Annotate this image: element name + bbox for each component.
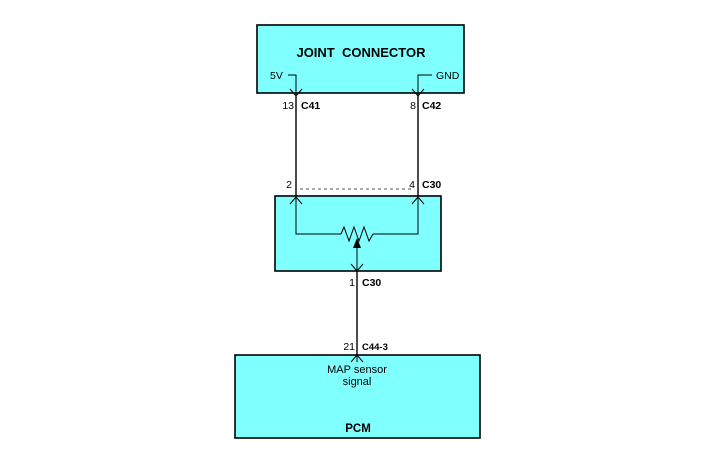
pin-21: 21: [343, 341, 355, 353]
joint-connector-box: [256, 24, 465, 94]
connector-c30-bottom: C30: [362, 277, 381, 289]
pcm: MAP sensor signal PCM: [234, 354, 481, 439]
joint-connector: JOINT CONNECTOR 5V GND: [256, 24, 465, 97]
map-sensor: [274, 195, 442, 272]
pin-2: 2: [286, 179, 292, 191]
pcm-signal-label-line2: signal: [343, 376, 372, 388]
label-gnd: GND: [436, 70, 460, 82]
pin-13: 13: [282, 100, 294, 112]
pcm-signal-label-line1: MAP sensor: [327, 364, 387, 376]
connector-c42: C42: [422, 100, 441, 112]
sensor-circuit-left: [295, 197, 341, 235]
pcm-box: [234, 354, 481, 439]
joint-connector-title: JOINT CONNECTOR: [296, 45, 426, 60]
connector-c30-top: C30: [422, 179, 441, 191]
pin-4: 4: [409, 179, 415, 191]
connector-c41: C41: [301, 100, 320, 112]
sensor-circuit-right: [373, 197, 419, 235]
connector-c44-3: C44-3: [362, 342, 388, 353]
lead-5v: [288, 74, 297, 95]
pcm-title: PCM: [345, 423, 371, 435]
pin-1: 1: [349, 277, 355, 289]
resistor-icon: [340, 225, 374, 243]
pin-8: 8: [410, 100, 416, 112]
label-5v: 5V: [270, 70, 283, 82]
wiper-arrow-icon: [353, 238, 361, 248]
lead-gnd: [417, 74, 432, 95]
